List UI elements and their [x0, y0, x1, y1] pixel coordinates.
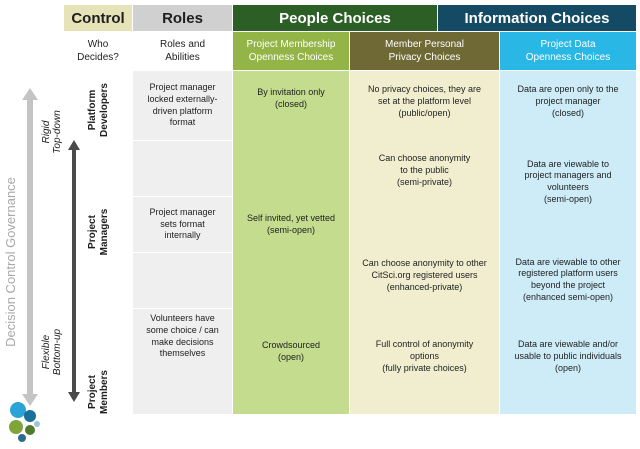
privacy-fully-private: Full control of anonymity options (fully…: [375, 339, 474, 373]
membership-semi-open: Self invited, yet vetted (semi-open): [246, 212, 336, 235]
header-control: Control: [64, 5, 132, 31]
subheader-privacy-choices: Member Personal Privacy Choices: [350, 32, 499, 70]
row-divider: [133, 252, 232, 253]
privacy-enhanced-private: Can choose anonymity to other CitSci.org…: [362, 258, 487, 292]
data-openness-column: [500, 71, 636, 414]
top-down-label: Top-down: [52, 110, 63, 154]
data-open: Data are viewable and/or usable to publi…: [514, 339, 622, 373]
control-arrow-shape: [68, 140, 80, 402]
privacy-semi-private: Can choose anonymity to the public (semi…: [378, 153, 471, 187]
subheader-data-openness: Project Data Openness Choices: [500, 32, 636, 70]
privacy-column: [350, 71, 499, 414]
header-people-choices: People Choices: [233, 5, 437, 31]
control-arrow: [68, 140, 80, 402]
data-enhanced-semi-open: Data are viewable to other registered pl…: [515, 256, 621, 302]
header-information-choices: Information Choices: [438, 5, 636, 31]
role-platform-locked: Project manager locked externally- drive…: [147, 82, 218, 128]
data-closed: Data are open only to the project manage…: [517, 84, 619, 118]
decider-platform-developers: Platform Developers: [87, 83, 110, 137]
privacy-public: No privacy choices, they are set at the …: [367, 84, 482, 118]
row-divider: [133, 196, 232, 197]
logo-icon: [9, 402, 40, 442]
membership-column: [233, 71, 349, 414]
governance-label: Decision Control Governance: [3, 177, 19, 347]
row-divider: [133, 140, 232, 141]
roles-column: [133, 71, 232, 414]
role-manager-sets-format: Project manager sets format internally: [149, 206, 216, 241]
governance-arrow-shape: [22, 88, 38, 406]
logo: [6, 396, 46, 444]
subheader-who-decides: Who Decides?: [64, 32, 132, 70]
decider-project-members: Project Members: [87, 370, 110, 414]
header-roles: Roles: [133, 5, 232, 31]
governance-arrow: [22, 88, 38, 406]
row-divider: [133, 308, 232, 309]
membership-open: Crowdsourced (open): [261, 340, 321, 362]
data-semi-open: Data are viewable to project managers an…: [524, 158, 612, 204]
bottom-up-label: Bottom-up: [52, 328, 63, 376]
membership-closed: By invitation only (closed): [257, 86, 325, 109]
role-volunteer-choice: Volunteers have some choice / can make d…: [146, 313, 219, 359]
subheader-membership-openness: Project Membership Openness Choices: [233, 32, 349, 70]
subheader-roles-abilities: Roles and Abilities: [133, 32, 232, 70]
decider-project-managers: Project Managers: [87, 208, 110, 256]
